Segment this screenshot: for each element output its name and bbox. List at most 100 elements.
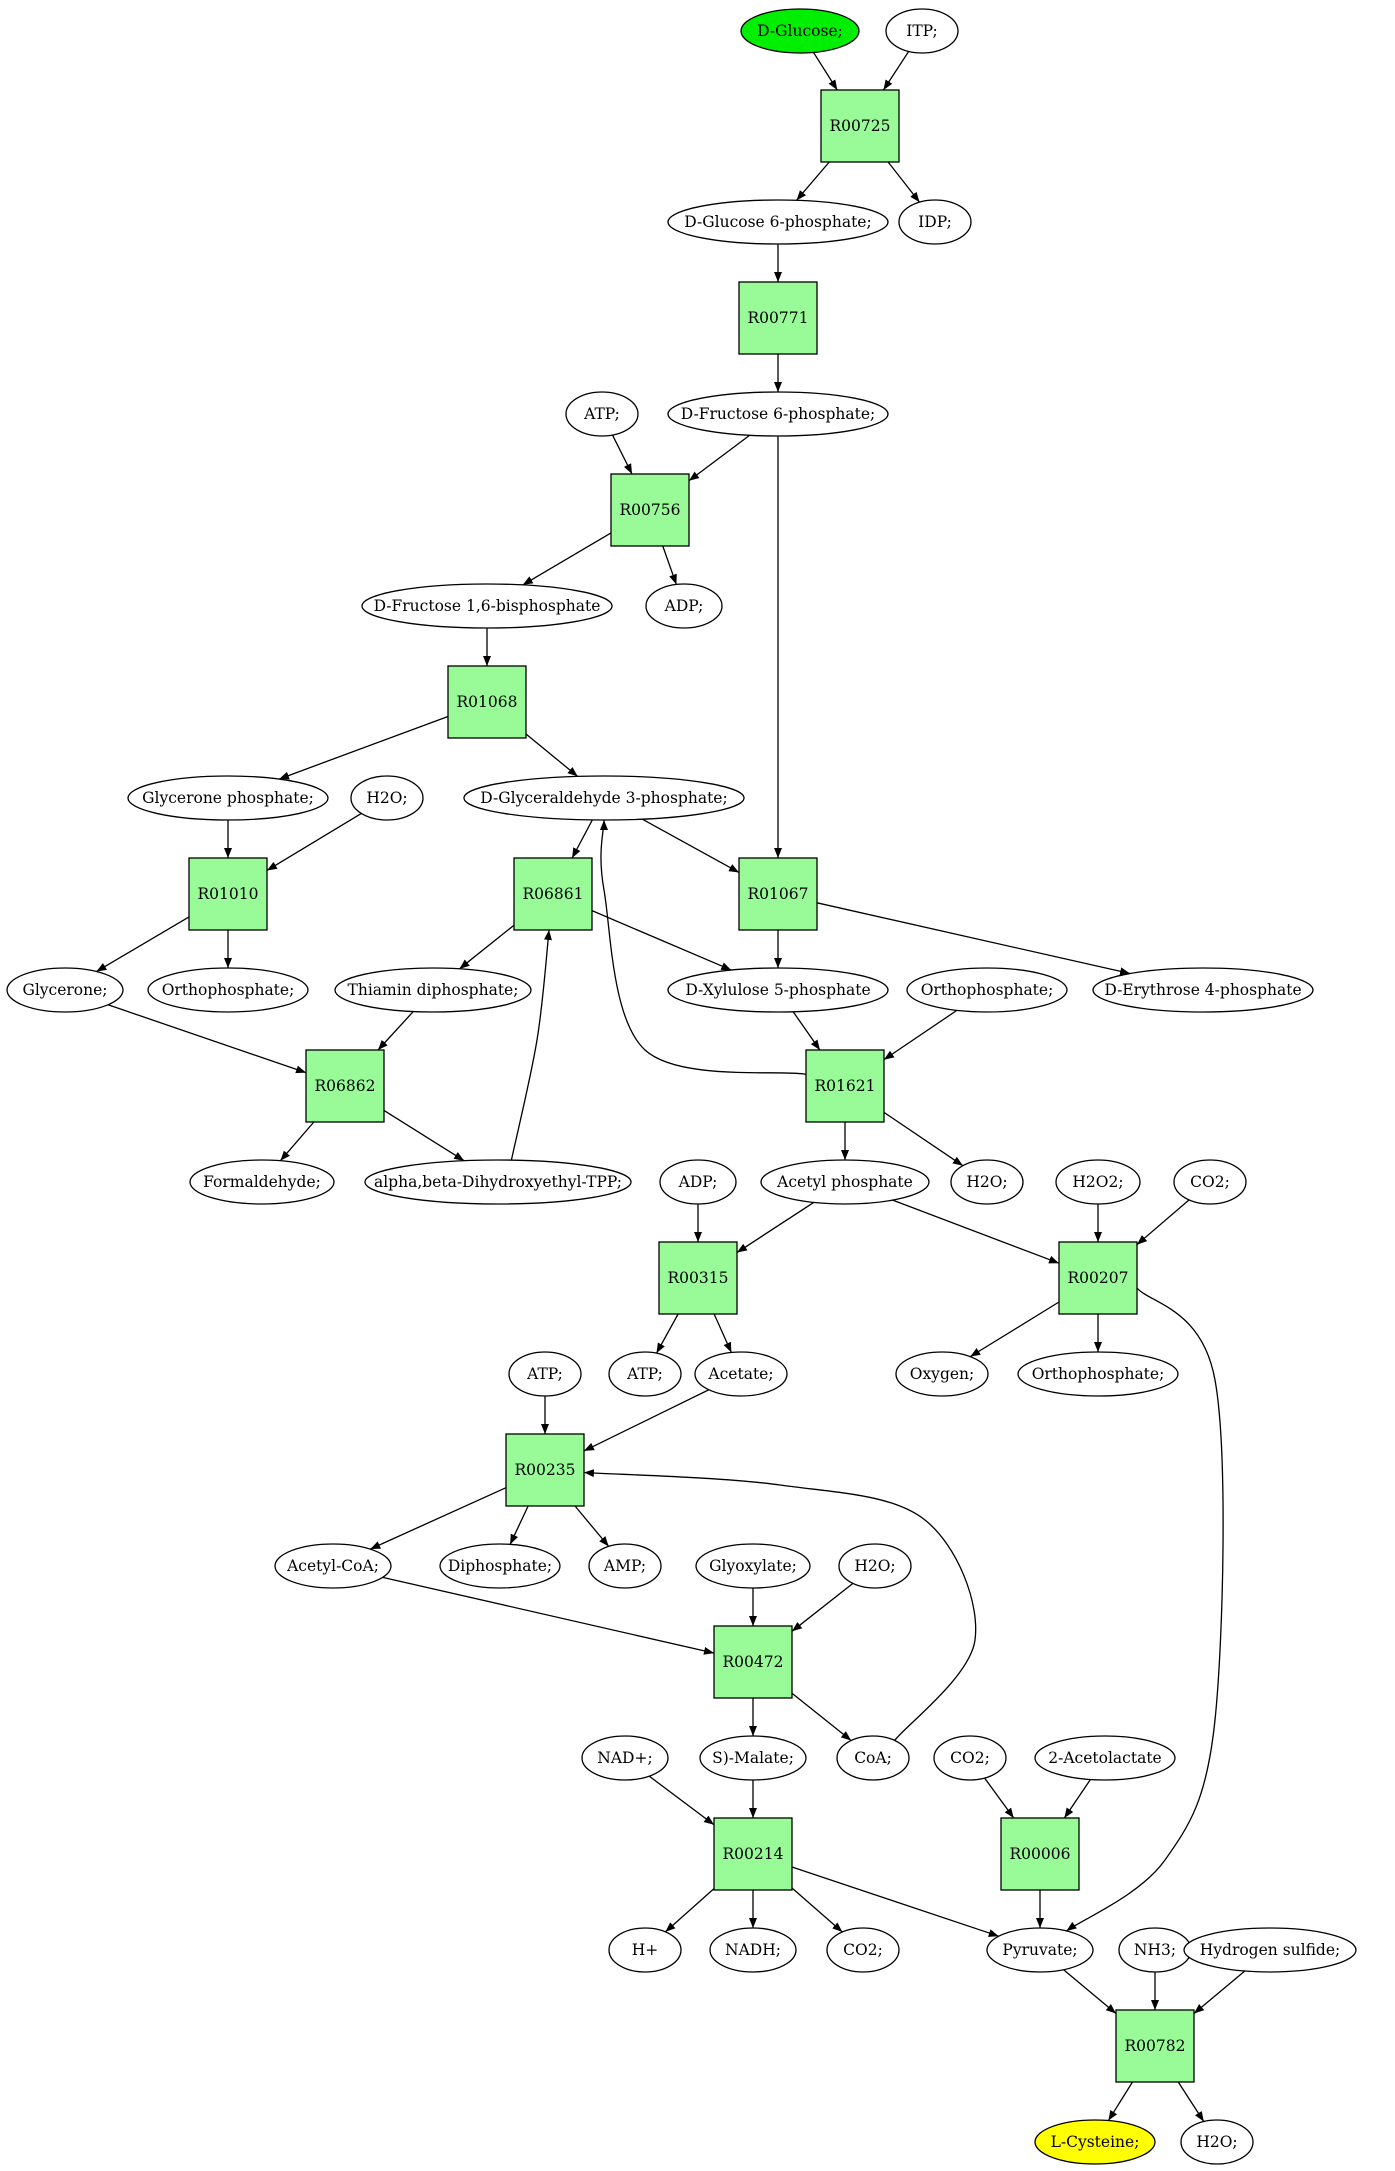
compound-node-atp1: ATP; — [565, 391, 639, 437]
compound-node-adp2: ADP; — [659, 1159, 737, 1205]
compound-ellipse — [1055, 1159, 1141, 1205]
edge-r00472-to-coa — [791, 1692, 852, 1742]
compound-node-nadh: NADH; — [709, 1927, 797, 1973]
compound-ellipse — [581, 1735, 669, 1781]
node-label: NADH; — [725, 1941, 781, 1959]
compound-ellipse — [667, 391, 889, 437]
compound-ellipse — [836, 1735, 910, 1781]
node-label: D-Fructose 6-phosphate; — [681, 405, 875, 423]
edge-coa-to-r00235 — [583, 1469, 977, 1749]
node-label: H2O; — [366, 789, 407, 807]
compound-ellipse — [838, 1543, 912, 1589]
node-label: Orthophosphate; — [921, 981, 1054, 999]
edge-g3p-to-r06861 — [571, 819, 593, 859]
node-label: R00725 — [830, 117, 891, 135]
node-label: CO2; — [843, 1941, 883, 1959]
node-label: R00214 — [723, 1845, 784, 1863]
compound-node-e4p: D-Erythrose 4-phosphate — [1092, 967, 1314, 1013]
node-label: R01068 — [457, 693, 518, 711]
node-label: R00782 — [1125, 2037, 1186, 2055]
reaction-box — [305, 1049, 385, 1123]
reaction-box — [505, 1433, 585, 1507]
edge-r00725-to-g6p — [796, 161, 830, 201]
node-label: D-Xylulose 5-phosphate — [685, 981, 870, 999]
compound-node-fbp: D-Fructose 1,6-bisphosphate — [361, 583, 613, 629]
edge-r06861-to-thdp — [459, 924, 515, 970]
edge-r00235-to-diphosphate — [509, 1505, 529, 1545]
edge-r00235-to-acetylcoa — [369, 1487, 507, 1550]
edge-r00214-to-pyruvate — [791, 1866, 999, 1937]
compound-node-h2o3: H2O; — [838, 1543, 912, 1589]
edge-r01068-to-glyceronep — [278, 715, 449, 780]
reaction-box — [713, 1817, 793, 1891]
node-label: R00006 — [1010, 1845, 1071, 1863]
reaction-box — [738, 857, 818, 931]
compound-ellipse — [950, 1159, 1024, 1205]
node-label: D-Erythrose 4-phosphate — [1104, 981, 1301, 999]
reaction-box — [610, 473, 690, 547]
node-label: S)-Malate; — [712, 1749, 794, 1767]
edge-g3p-to-r01067 — [642, 818, 740, 874]
compound-node-nad: NAD+; — [581, 1735, 669, 1781]
compound-node-g6p: D-Glucose 6-phosphate; — [667, 199, 889, 245]
node-label: Orthophosphate; — [1032, 1365, 1165, 1383]
reaction-node-r06861: R06861 — [513, 857, 593, 931]
edge-h2o3-to-r00472 — [791, 1582, 854, 1632]
node-label: AMP; — [603, 1557, 646, 1575]
compound-ellipse — [1092, 967, 1314, 1013]
edge-h2s-to-r00782 — [1193, 1970, 1246, 2014]
compound-node-glyceronep: Glycerone phosphate; — [127, 775, 329, 821]
compound-ellipse — [608, 1927, 682, 1973]
node-label: Diphosphate; — [448, 1557, 552, 1575]
node-label: H2O; — [1196, 2133, 1237, 2151]
compound-node-diphosphate: Diphosphate; — [439, 1543, 561, 1589]
compound-ellipse — [1034, 2119, 1156, 2165]
compound-ellipse — [667, 967, 889, 1013]
edge-r00207-to-oxygen — [969, 1301, 1060, 1358]
edge-r00756-to-fbp — [522, 532, 612, 586]
edge-r01010-to-glycerone — [96, 916, 190, 973]
node-label: Glycerone phosphate; — [142, 789, 314, 807]
node-label: ATP; — [583, 405, 620, 423]
compound-ellipse — [760, 1159, 930, 1205]
compound-ellipse — [274, 1543, 392, 1589]
compound-ellipse — [565, 391, 639, 437]
compound-node-h2o2: H2O2; — [1055, 1159, 1141, 1205]
compound-ellipse — [898, 199, 972, 245]
edge-glycerone-to-r06862 — [107, 1004, 307, 1074]
compound-ellipse — [361, 583, 613, 629]
compound-ellipse — [6, 967, 124, 1013]
edge-r00782-to-h2o4 — [1177, 2081, 1205, 2122]
compound-ellipse — [439, 1543, 561, 1589]
edge-nad-to-r00214 — [648, 1775, 715, 1826]
compound-ellipse — [933, 1735, 1007, 1781]
compound-ellipse — [906, 967, 1068, 1013]
edge-acetylp-to-r00315 — [736, 1201, 815, 1254]
edge-r00214-to-co2c — [791, 1887, 843, 1933]
node-label: Hydrogen sulfide; — [1200, 1941, 1341, 1959]
compound-ellipse — [1173, 1159, 1247, 1205]
node-label: CO2; — [1190, 1173, 1230, 1191]
node-label: Formaldehyde; — [203, 1173, 321, 1191]
node-label: R00315 — [668, 1269, 729, 1287]
node-label: R01010 — [198, 885, 259, 903]
node-label: Thiamin diphosphate; — [348, 981, 519, 999]
node-label: D-Glucose; — [757, 22, 843, 40]
compound-node-acetylp: Acetyl phosphate — [760, 1159, 930, 1205]
compound-ellipse — [694, 1351, 788, 1397]
compound-node-idp: IDP; — [898, 199, 972, 245]
compound-ellipse — [364, 1159, 632, 1205]
reaction-box — [513, 857, 593, 931]
node-label: H2O2; — [1072, 1173, 1123, 1191]
edge-r06862-to-dhetpp — [383, 1109, 465, 1162]
edge-pyruvate-to-r00782 — [1063, 1969, 1117, 2014]
edge-r00315-to-acetate — [713, 1313, 732, 1353]
edge-r06862-to-formaldehyde — [279, 1121, 315, 1162]
edge-f6p-to-r00756 — [688, 434, 751, 482]
edge-r01068-to-g3p — [525, 733, 579, 777]
edge-r00725-to-idp — [887, 161, 921, 203]
edge-r00235-to-amp — [574, 1505, 610, 1547]
compound-node-orthophosphate1: Orthophosphate; — [147, 967, 309, 1013]
compound-ellipse — [699, 1735, 807, 1781]
edge-r00315-to-atp2 — [655, 1313, 679, 1354]
